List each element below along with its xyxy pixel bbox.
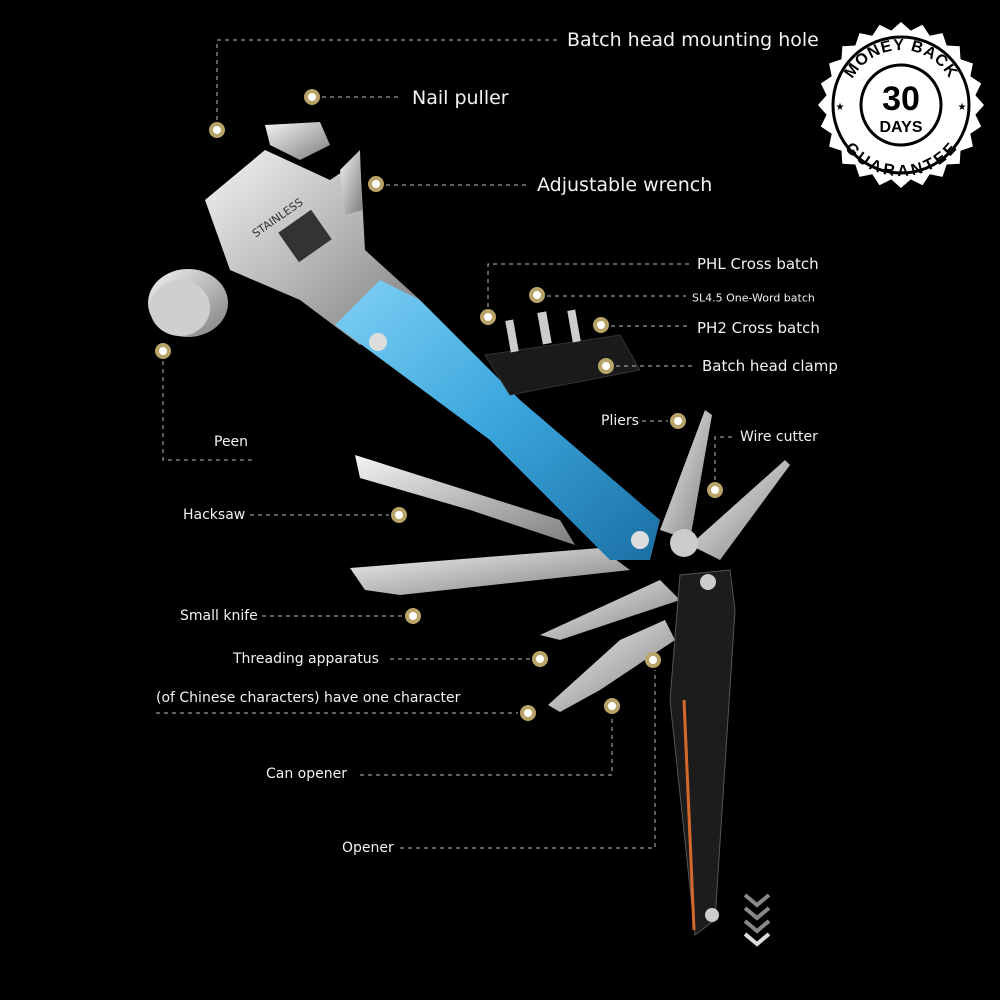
label-one-character: (of Chinese characters) have one charact… <box>156 690 461 706</box>
pliers-jaw <box>660 410 712 540</box>
callout-dot[interactable] <box>368 176 384 192</box>
hacksaw-blade <box>355 455 575 545</box>
bit-holder <box>484 334 641 396</box>
label-sl45-one-word-batch: SL4.5 One-Word batch <box>692 291 815 305</box>
label-pliers: Pliers <box>601 413 639 429</box>
callout-dot[interactable] <box>405 608 421 624</box>
callout-dot[interactable] <box>155 343 171 359</box>
callout-dot[interactable] <box>670 413 686 429</box>
hammer-face <box>150 280 210 336</box>
badge-unit: DAYS <box>880 119 923 136</box>
callout-dot[interactable] <box>707 482 723 498</box>
leader-lines <box>156 39 735 849</box>
handle-rivet <box>700 574 716 590</box>
money-back-guarantee-badge: MONEY BACK GUARANTEE 30 DAYS ★ ★ <box>818 22 984 188</box>
callout-dot[interactable] <box>604 698 620 714</box>
label-nail-puller: Nail puller <box>412 87 509 109</box>
pivot <box>670 529 698 557</box>
callout-dot[interactable] <box>529 287 545 303</box>
callout-dot[interactable] <box>480 309 496 325</box>
wrench-jaw <box>340 150 362 215</box>
callout-dot[interactable] <box>593 317 609 333</box>
nail-puller <box>265 122 330 160</box>
label-opener: Opener <box>342 840 394 856</box>
black-handle <box>669 569 736 936</box>
screwdriver-bit <box>537 311 552 345</box>
can-opener-tool <box>548 620 675 712</box>
handle-rivet <box>631 531 649 549</box>
badge-inner-ring <box>859 63 943 147</box>
handle-rivet <box>705 908 719 922</box>
callout-dot[interactable] <box>520 705 536 721</box>
callout-dot[interactable] <box>532 651 548 667</box>
small-knife-blade <box>350 548 630 595</box>
label-ph2-cross-batch: PH2 Cross batch <box>697 319 820 337</box>
threading-tool <box>540 580 680 640</box>
wire-cutter-jaw <box>690 460 790 560</box>
star-icon: ★ <box>958 102 967 113</box>
callout-dot[interactable] <box>304 89 320 105</box>
blue-handle <box>335 280 660 560</box>
label-batch-head-mounting-hole: Batch head mounting hole <box>567 29 819 51</box>
handle-rivet <box>369 333 387 351</box>
scroll-down-chevrons-icon <box>743 893 771 947</box>
badge-outer-ring <box>831 35 971 175</box>
wrench-adjuster <box>278 209 332 263</box>
label-batch-head-clamp: Batch head clamp <box>702 357 838 375</box>
label-small-knife: Small knife <box>180 608 258 624</box>
screwdriver-bit <box>567 309 581 343</box>
star-icon: ★ <box>836 102 845 113</box>
label-hacksaw: Hacksaw <box>183 507 246 523</box>
callout-dot[interactable] <box>391 507 407 523</box>
seal-shape <box>818 22 984 188</box>
callout-dot[interactable] <box>645 652 661 668</box>
label-can-opener: Can opener <box>266 766 347 782</box>
badge-number: 30 <box>882 80 920 118</box>
callout-dot[interactable] <box>598 358 614 374</box>
label-threading-apparatus: Threading apparatus <box>233 651 379 667</box>
handle-orange-trim <box>682 699 696 931</box>
screwdriver-bit <box>505 319 519 353</box>
label-phl-cross-batch: PHL Cross batch <box>697 255 819 273</box>
label-wire-cutter: Wire cutter <box>740 429 818 445</box>
callout-dot[interactable] <box>209 122 225 138</box>
label-adjustable-wrench: Adjustable wrench <box>537 174 713 196</box>
label-peen: Peen <box>214 434 249 450</box>
